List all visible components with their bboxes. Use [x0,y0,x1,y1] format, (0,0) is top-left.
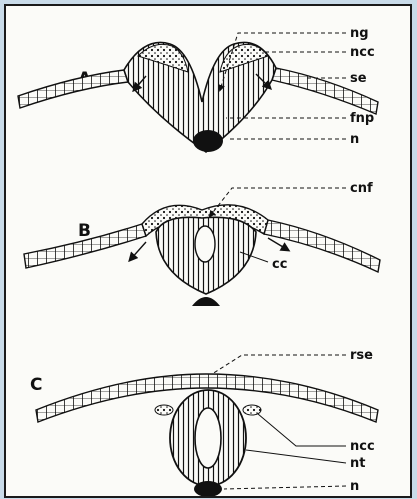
label-c-nt: nt [350,456,365,471]
panel-b-label: B [78,221,91,241]
migration-arrow-b-right [268,238,288,250]
notochord-a [193,130,223,152]
label-b-cnf: cnf [350,181,373,196]
panel-c: C rse ncc nt n [30,348,378,496]
migration-arrow-b-left [130,242,146,260]
surface-ectoderm-a-left [18,70,128,108]
leader-c-n [224,486,346,489]
neural-tube-diagram: A ng ncc se fnp n B [6,6,410,496]
notochord-b [192,297,220,306]
label-a-fnp: fnp [350,111,374,126]
figure-frame: A ng ncc se fnp n B [4,4,412,498]
label-b-cc: cc [272,257,287,272]
panel-b: B cnf cc [24,181,380,306]
neural-lumen-c [195,408,221,468]
label-a-ncc: ncc [350,45,375,60]
panel-c-label: C [30,375,42,395]
neural-crest-c-right [243,405,261,415]
label-c-ncc: ncc [350,439,375,454]
label-a-n: n [350,132,359,147]
panel-a: A ng ncc se fnp n [18,26,378,152]
leader-c-ncc [258,414,346,446]
neural-lumen-b [195,226,215,262]
label-c-rse: rse [350,348,373,363]
label-a-se: se [350,71,367,86]
leader-c-rse [212,355,346,374]
label-c-n: n [350,479,359,494]
neural-crest-c-left [155,405,173,415]
leader-c-nt [246,450,346,463]
label-a-ng: ng [350,26,369,41]
